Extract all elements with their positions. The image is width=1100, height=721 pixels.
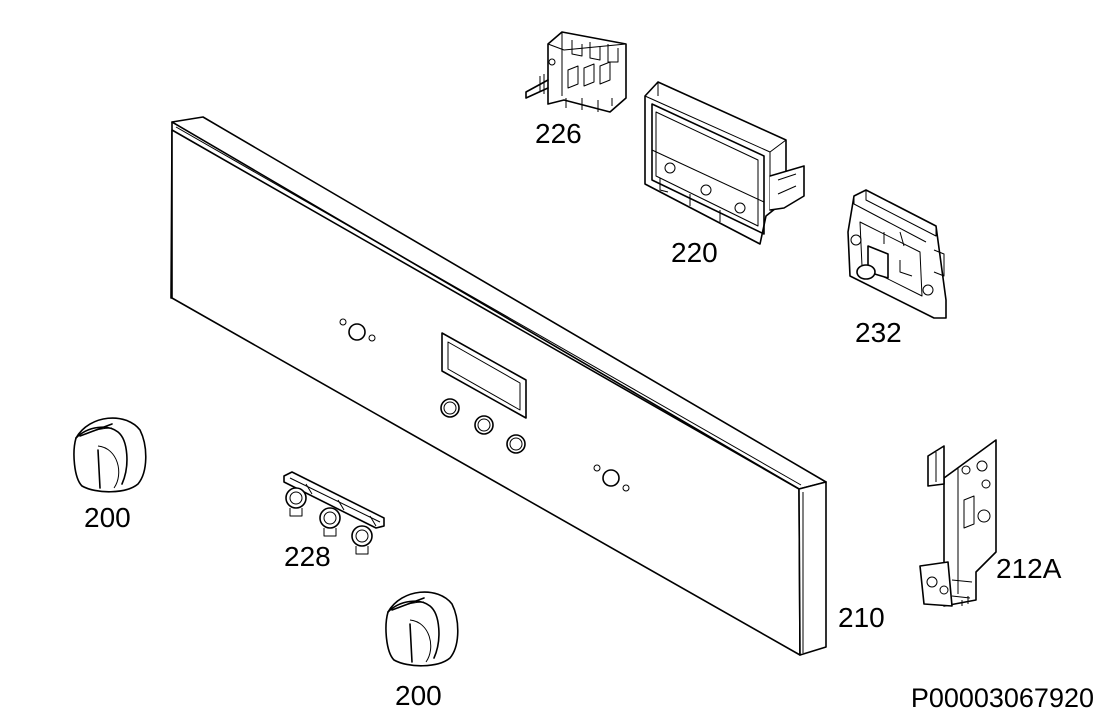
label-220: 220 (671, 237, 718, 268)
knob-200-bottom (385, 591, 459, 667)
label-226: 226 (535, 118, 582, 149)
indicator-strip-228 (283, 471, 385, 555)
label-212a: 212A (996, 553, 1062, 584)
label-228: 228 (284, 541, 331, 572)
thermostat-232 (847, 189, 947, 319)
label-200-bottom: 200 (395, 680, 442, 711)
display-housing-220 (644, 81, 805, 245)
label-210: 210 (838, 602, 885, 633)
selector-switch-226 (525, 31, 627, 113)
knob-200-left (73, 417, 147, 493)
bracket-212a (919, 439, 997, 607)
label-200-left: 200 (84, 502, 131, 533)
control-panel-210 (170, 116, 827, 656)
label-232: 232 (855, 317, 902, 348)
drawing-code: P00003067920 (911, 683, 1094, 713)
